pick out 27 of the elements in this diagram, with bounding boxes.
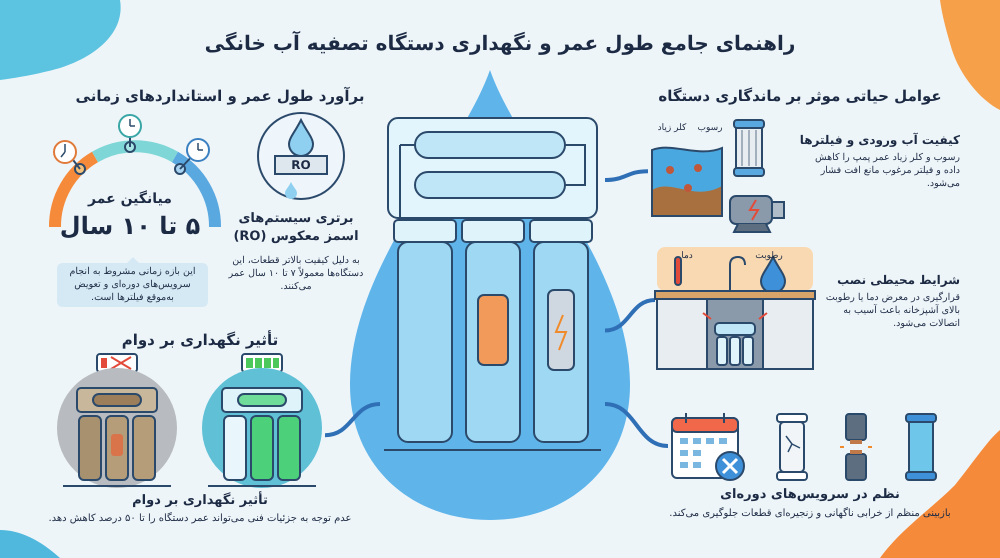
item-description: عدم توجه به جزئیات فنی می‌تواند عمر دستگاه را تا ۵۰ درصد کاهش دهد. [47,512,353,526]
kitchen-sink-drawing [655,245,815,370]
section-heading: برآورد طول عمر و استانداردهای زمانی [74,86,366,106]
item-description: به دلیل کیفیت بالاتر قطعات، این دستگاه‌ها معمولاً ۷ تا ۱۰ سال عمر می‌کنند. [227,255,364,294]
speech-bubble [55,257,210,309]
drawing-label: کلر زیاد [656,122,688,134]
item-description: رسوب و کلر زیاد عمر پمپ را کاهش داده و فیلتر مرغوب مانع افت فشار می‌شود. [814,152,960,190]
drawing-label: رطوبت [754,250,784,262]
item-description: بازبینی منظم از خرابی ناگهانی و زنجیره‌ای قطعات جلوگیری می‌کند. [668,507,952,520]
item-heading: کیفیت آب ورودی و فیلترها [798,132,960,148]
gauge-label: میانگین عمر [86,190,173,209]
item-heading: شرایط محیطی نصب [836,272,960,288]
lifespan-value: ۵ تا ۱۰ سال [58,211,202,242]
item-description: قرارگیری در معرض دما یا رطوبت بالای آشپزخانه باعث آسیب به اتصالات می‌شود. [824,292,960,330]
bubble-text: این بازه زمانی مشروط به انجام سرویس‌های دوره‌ای و تعویض به‌موقع فیلترها است. [68,266,196,304]
item-heading: برتری سیستم‌های اسمز معکوس (RO) [232,210,360,246]
section-heading: عوامل حیاتی موثر بر ماندگاری دستگاه [657,86,943,106]
title: راهنمای جامع طول عمر و نگهداری دستگاه تصفیه آب خانگی [204,30,796,57]
item-heading: تأثیر نگهداری بر دوام [131,492,269,510]
icon-label: RO [290,157,312,174]
section-heading: تأثیر نگهداری بر دوام [120,330,280,350]
pipe-connector [324,402,380,438]
drawing-label: رسوب [696,122,724,134]
drawing-label: دما [680,250,694,262]
item-heading: نظم در سرویس‌های دوره‌ای [719,486,901,504]
pipe-connector [604,169,648,182]
pipe-connector [604,402,668,448]
